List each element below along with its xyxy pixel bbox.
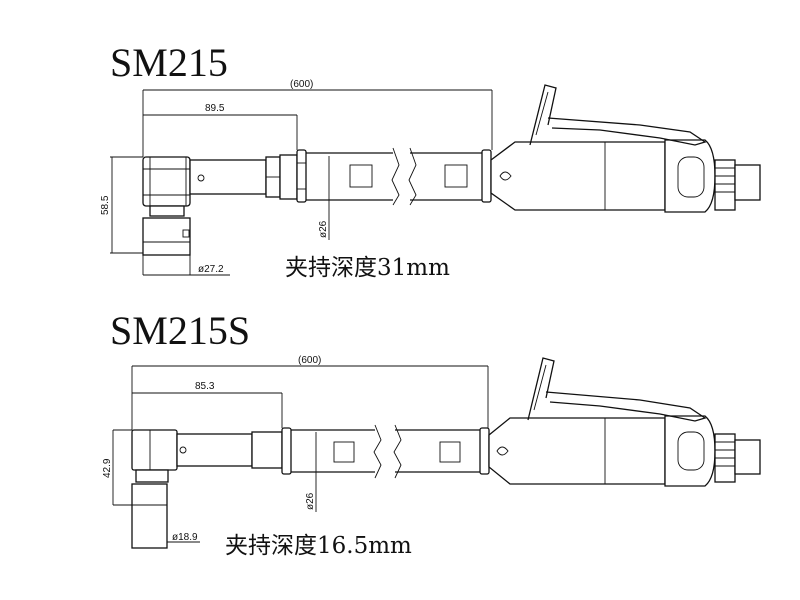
clamp-depth-note: 夹持深度31mm [285,255,450,281]
motor-body [488,415,761,487]
extension-tube: ø26 [291,424,490,512]
tube-diameter-label: ø26 [305,492,316,510]
extension-arm [176,427,292,475]
model-title: SM215S [110,308,250,353]
chuck-diameter-label: ø18.9 [172,532,198,543]
angle-head: ø27.2 [142,156,230,276]
head-length-label: 85.3 [195,381,215,392]
overall-length-label: (600) [298,355,321,366]
height-label: 58.5 [100,195,111,215]
tube-diameter-label: ø26 [318,220,329,238]
angle-head: ø18.9 [131,429,200,549]
motor-body [490,139,761,213]
dimension-head-length: 85.3 [132,381,283,428]
chuck-diameter-label: ø27.2 [198,264,224,275]
drawing-sm215s: SM215S (600) 85.3 42.9 ø18.9 [102,308,761,559]
extension-arm [189,149,307,203]
clamp-depth-note: 夹持深度16.5mm [225,533,412,559]
height-label: 42.9 [102,458,113,478]
model-title: SM215 [110,40,228,85]
overall-length-label: (600) [290,79,313,90]
head-length-label: 89.5 [205,103,225,114]
drawing-sm215: SM215 (600) 89.5 58.5 [100,40,761,281]
dimension-overall-length: (600) [142,79,493,157]
throttle-lever [527,357,707,422]
dimension-overall-length: (600) [131,355,489,430]
throttle-lever [529,84,707,146]
extension-tube: ø26 [306,147,492,240]
dimension-head-length: 89.5 [143,103,298,150]
